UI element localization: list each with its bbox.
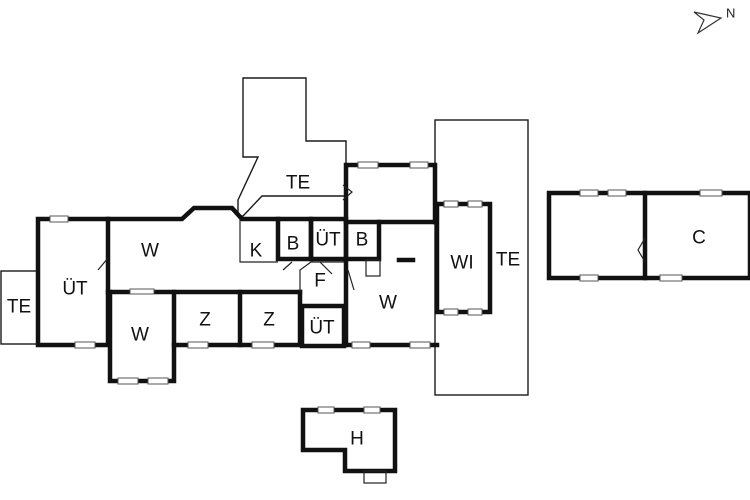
room-wi-walls — [434, 201, 493, 315]
room-label-wi: WI — [450, 253, 473, 274]
north-arrow-label: N — [726, 6, 735, 21]
annex-outer-walls — [546, 190, 750, 281]
room-label-ut-south: ÜT — [309, 318, 335, 339]
room-label-h: H — [350, 429, 364, 450]
room-label-te-left: TE — [7, 297, 31, 318]
room-label-w-east: W — [379, 293, 397, 314]
room-label-z1: Z — [199, 310, 211, 331]
room-label-z2: Z — [263, 310, 275, 331]
shed-step — [363, 470, 387, 484]
room-north-walls — [343, 162, 438, 225]
shed-h-walls — [300, 407, 398, 474]
room-label-ut-west: ÜT — [62, 279, 88, 300]
window-markers — [49, 161, 723, 414]
room-label-ut-hall: ÜT — [315, 230, 341, 251]
room-w-bay-walls — [107, 289, 177, 384]
north-arrow: N — [693, 6, 735, 35]
room-label-w-bay: W — [131, 325, 149, 346]
room-b2-walls — [343, 219, 382, 262]
room-w-east-walls — [343, 256, 440, 348]
room-label-b1: B — [287, 234, 300, 255]
north-arrow-icon — [693, 11, 723, 35]
room-label-f: F — [314, 271, 326, 292]
terrace-north-outline — [237, 77, 347, 217]
door-swings — [97, 184, 646, 291]
room-label-c: C — [692, 228, 706, 249]
room-label-te-north: TE — [286, 173, 310, 194]
room-w-living-walls — [105, 205, 281, 222]
room-label-te-east: TE — [496, 250, 520, 271]
room-label-b2: B — [356, 230, 369, 251]
room-label-k: K — [250, 241, 263, 262]
room-label-w-living: W — [141, 241, 159, 262]
kitchen-partition — [239, 219, 278, 263]
